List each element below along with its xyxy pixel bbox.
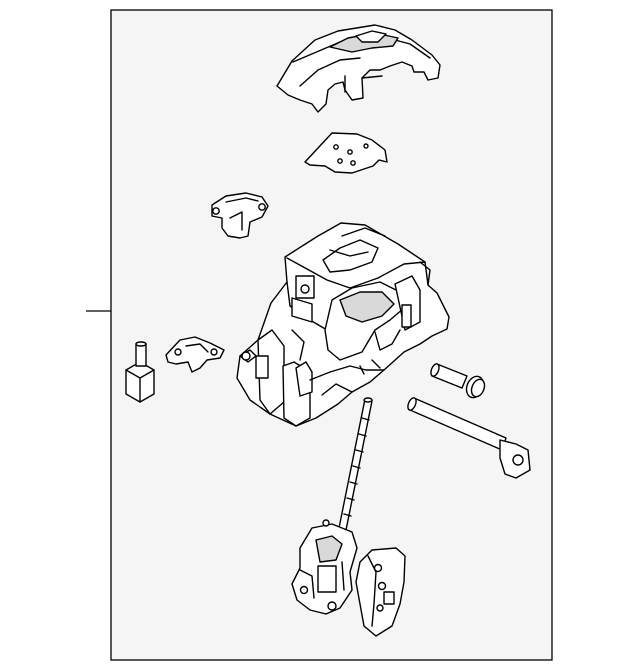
- mounting-plate-part: [304, 132, 388, 174]
- switch-connector-part: [125, 341, 155, 403]
- side-bracket-part: [355, 547, 406, 637]
- bolt-part: [430, 363, 486, 399]
- pivot-pin-part: [407, 397, 531, 479]
- shifter-housing-part: [236, 222, 450, 427]
- shift-cover-part: [276, 24, 441, 113]
- small-bracket-part: [211, 192, 269, 239]
- clip-bracket-part: [165, 336, 225, 373]
- shift-lever-part: [291, 397, 373, 615]
